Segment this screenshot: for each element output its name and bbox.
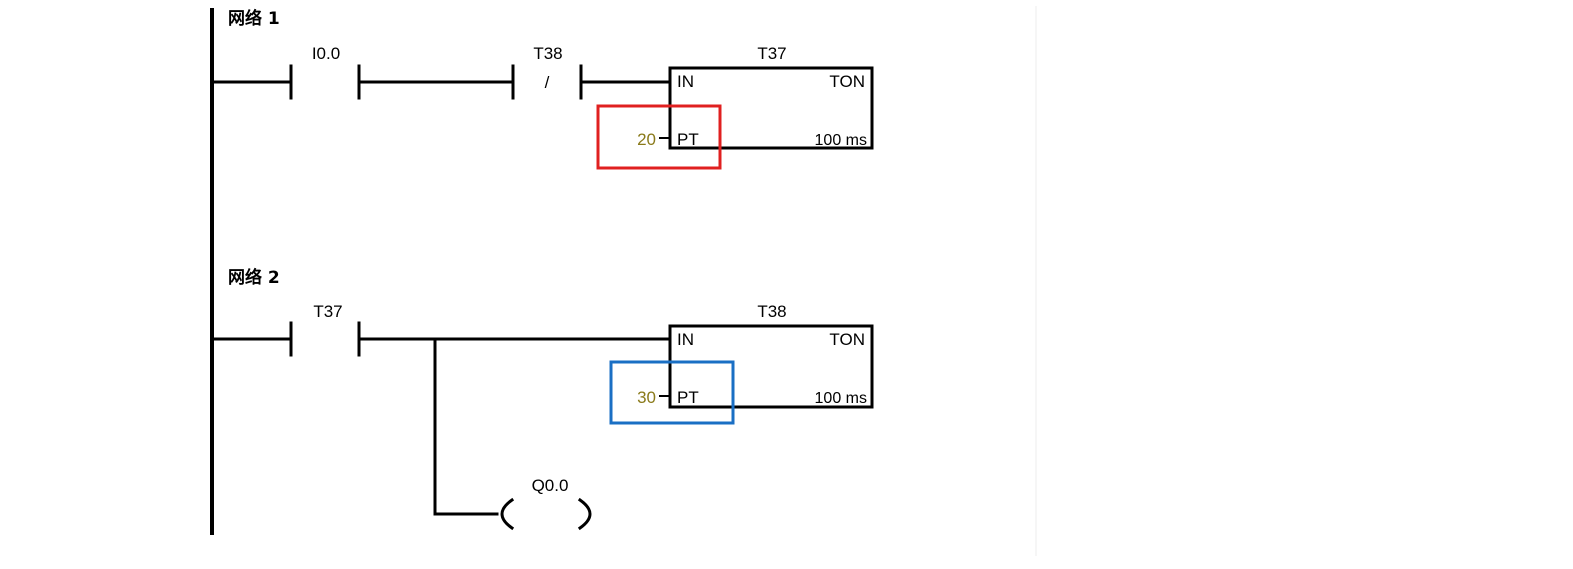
timer-t37-pt-pin: PT (677, 130, 699, 149)
timer-t37-resolution: 100 ms (815, 132, 867, 149)
contact-t37[interactable]: T37 (289, 302, 361, 357)
contact-i0-0-address: I0.0 (312, 44, 340, 63)
coil-q0-0[interactable]: Q0.0 (500, 476, 592, 531)
timer-t38-box (668, 324, 874, 409)
network-1[interactable]: 网络 1 I0.0 T38 / T37 IN TON PT 100 ms 20 (212, 8, 874, 170)
network-2-title: 网络 2 (228, 267, 280, 288)
timer-t38-pt-pin: PT (677, 388, 699, 407)
timer-t37-preset: 20 (637, 130, 656, 149)
timer-t38-in-pin: IN (677, 330, 694, 349)
coil-left-paren (500, 497, 515, 531)
timer-t37-box (668, 66, 874, 150)
contact-t37-address: T37 (313, 302, 342, 321)
timer-t37[interactable]: T37 IN TON PT 100 ms 20 (637, 44, 874, 150)
timer-t37-in-pin: IN (677, 72, 694, 91)
highlight-box-red (596, 104, 722, 170)
timer-t38-preset: 30 (637, 388, 656, 407)
contact-i0-0[interactable]: I0.0 (289, 44, 361, 100)
network-1-title: 网络 1 (228, 8, 280, 29)
network-2[interactable]: 网络 2 T37 T38 IN TON PT 100 ms 30 Q0.0 (212, 267, 874, 531)
contact-t38-address: T38 (533, 44, 562, 63)
timer-t38[interactable]: T38 IN TON PT 100 ms 30 (637, 302, 874, 409)
contact-t38-nc[interactable]: T38 / (511, 44, 583, 100)
contact-t38-nc-symbol: / (545, 73, 550, 92)
coil-q0-0-address: Q0.0 (532, 476, 569, 495)
timer-t38-name: T38 (757, 302, 786, 321)
timer-t38-resolution: 100 ms (815, 390, 867, 407)
highlight-box-blue (609, 360, 735, 425)
timer-t38-type: TON (829, 330, 865, 349)
timer-t37-name: T37 (757, 44, 786, 63)
coil-right-paren (577, 497, 592, 531)
timer-t37-type: TON (829, 72, 865, 91)
